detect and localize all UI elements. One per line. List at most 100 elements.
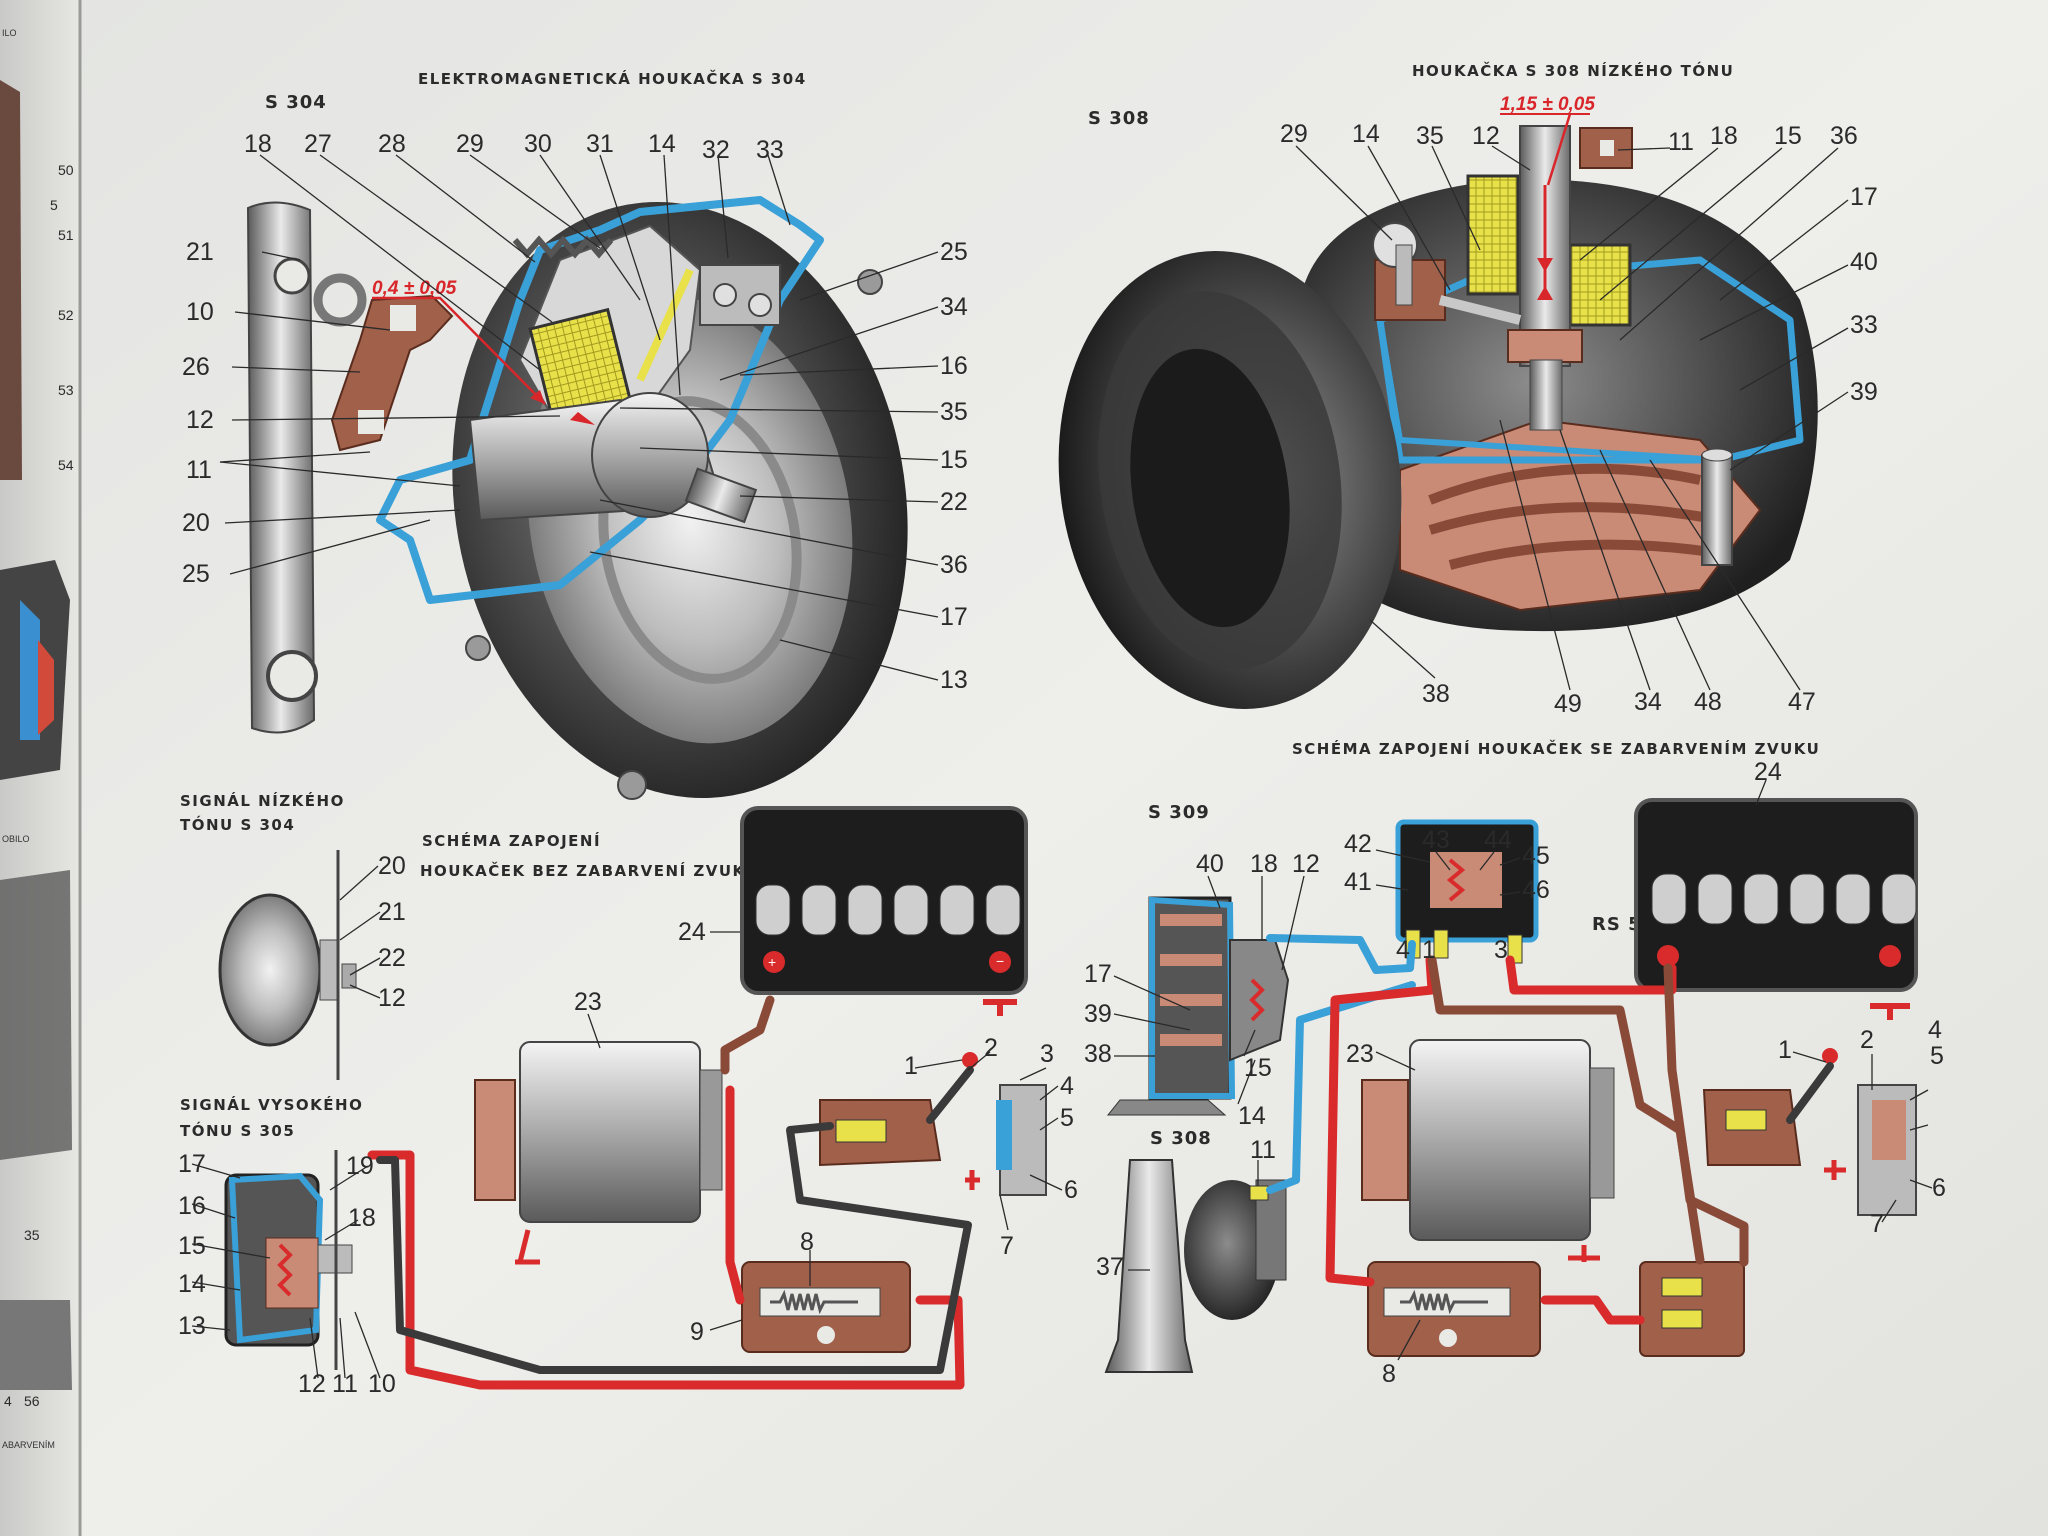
wr-label-2: 2 [1860, 1026, 1874, 1054]
wl-label-5: 5 [1060, 1104, 1074, 1132]
svg-text:54: 54 [58, 457, 74, 473]
s308-model-label: S 308 [1088, 108, 1150, 129]
s304-label-16: 16 [940, 352, 968, 380]
relay-label-1: 1 [1422, 936, 1436, 964]
s304-label-22: 22 [940, 488, 968, 516]
high-label-12: 12 [298, 1370, 326, 1398]
wr-label-4: 4 [1928, 1016, 1942, 1044]
s304-label-30: 30 [524, 130, 552, 158]
s308-label-29: 29 [1280, 120, 1308, 148]
high-label-15: 15 [178, 1232, 206, 1260]
wr-horn-label-39: 39 [1084, 1000, 1112, 1028]
s308-label-38: 38 [1422, 680, 1450, 708]
high-label-18: 18 [348, 1204, 376, 1232]
s304-label-36: 36 [940, 551, 968, 579]
wl-label-2: 2 [984, 1034, 998, 1062]
high-label-13: 13 [178, 1312, 206, 1340]
wiring-left: SIGNÁL NÍZKÉHO TÓNU S 304 SCHÉMA ZAPOJEN… [178, 791, 1078, 1398]
relay-label-44: 44 [1484, 826, 1512, 854]
wl-label-24: 24 [678, 918, 706, 946]
s304-label-18: 18 [244, 130, 272, 158]
s304-label-33: 33 [756, 136, 784, 164]
wiring-left-title-2: HOUKAČEK BEZ ZABARVENÍ ZVUKU [420, 861, 759, 880]
low-tone-title-1: SIGNÁL NÍZKÉHO [180, 791, 345, 810]
wl-label-7: 7 [1000, 1232, 1014, 1260]
wiring-right-model-s308: S 308 [1150, 1128, 1212, 1149]
wl-label-1: 1 [904, 1052, 918, 1080]
wr-horn-label-37: 37 [1096, 1253, 1124, 1281]
svg-text:52: 52 [58, 307, 74, 323]
svg-text:53: 53 [58, 382, 74, 398]
s308-label-35: 35 [1416, 122, 1444, 150]
s304-label-31: 31 [586, 130, 614, 158]
s304-label-26: 26 [182, 353, 210, 381]
wl-label-4: 4 [1060, 1072, 1074, 1100]
high-label-17: 17 [178, 1150, 206, 1178]
svg-text:5: 5 [50, 197, 58, 213]
left-strip-label-3: ABARVENÍM [2, 1440, 55, 1450]
s308-label-39: 39 [1850, 378, 1878, 406]
left-strip-numbers: 50 5 51 52 53 54 35 4 56 [4, 162, 74, 1409]
high-label-14: 14 [178, 1270, 206, 1298]
s308-label-47: 47 [1788, 688, 1816, 716]
svg-text:56: 56 [24, 1393, 40, 1409]
s304-label-13: 13 [940, 666, 968, 694]
high-label-16: 16 [178, 1192, 206, 1220]
left-strip-label-1: ILO [2, 28, 17, 38]
high-label-19: 19 [346, 1152, 374, 1180]
relay-label-41: 41 [1344, 868, 1372, 896]
relay-label-4: 4 [1396, 936, 1410, 964]
wr-horn-label-17: 17 [1084, 960, 1112, 988]
wr-horn-label-38: 38 [1084, 1040, 1112, 1068]
s308-label-34: 34 [1634, 688, 1662, 716]
s304-label-28: 28 [378, 130, 406, 158]
s304-label-34: 34 [940, 293, 968, 321]
svg-text:51: 51 [58, 227, 74, 243]
wr-label-24: 24 [1754, 758, 1782, 786]
high-tone-title-2: TÓNU S 305 [180, 1121, 295, 1140]
low-label-22: 22 [378, 944, 406, 972]
low-tone-title-2: TÓNU S 304 [180, 815, 295, 834]
s304-dimension: 0,4 ± 0,05 [372, 278, 457, 299]
high-tone-title-1: SIGNÁL VYSOKÉHO [180, 1095, 363, 1114]
s304-model-label: S 304 [265, 92, 327, 113]
s308-label-12: 12 [1472, 122, 1500, 150]
s308-label-48: 48 [1694, 688, 1722, 716]
relay-label-45: 45 [1522, 842, 1550, 870]
relay-label-46: 46 [1522, 876, 1550, 904]
svg-text:35: 35 [24, 1227, 40, 1243]
relay-label-43: 43 [1422, 826, 1450, 854]
wr-label-1: 1 [1778, 1036, 1792, 1064]
s308-label-49: 49 [1554, 690, 1582, 718]
low-label-12: 12 [378, 984, 406, 1012]
s304-label-25-right: 25 [940, 238, 968, 266]
wr-horn-label-14: 14 [1238, 1102, 1266, 1130]
wl-label-9: 9 [690, 1318, 704, 1346]
s308-dimension: 1,15 ± 0,05 [1500, 94, 1595, 115]
wl-label-8: 8 [800, 1228, 814, 1256]
s304-label-17: 17 [940, 603, 968, 631]
wr-horn-label-18: 18 [1250, 850, 1278, 878]
s304-label-20: 20 [182, 509, 210, 537]
relay-label-3: 3 [1494, 936, 1508, 964]
s304-caption: ELEKTROMAGNETICKÁ HOUKAČKA S 304 [418, 69, 807, 88]
s308-label-15: 15 [1774, 122, 1802, 150]
wr-label-7: 7 [1870, 1210, 1884, 1238]
s308-caption: HOUKAČKA S 308 NÍZKÉHO TÓNU [1412, 61, 1734, 80]
high-label-11: 11 [332, 1370, 358, 1398]
s304-label-15: 15 [940, 446, 968, 474]
s308-label-18: 18 [1710, 122, 1738, 150]
wr-label-6: 6 [1932, 1174, 1946, 1202]
low-label-21: 21 [378, 898, 406, 926]
s304-label-35: 35 [940, 398, 968, 426]
wr-horn-label-11: 11 [1250, 1136, 1276, 1164]
wiring-right-model-s309: S 309 [1148, 802, 1210, 823]
wl-label-23: 23 [574, 988, 602, 1016]
svg-text:−: − [996, 953, 1004, 969]
wr-label-8: 8 [1382, 1360, 1396, 1388]
left-strip-fragments [0, 80, 72, 1390]
s308-label-17: 17 [1850, 183, 1878, 211]
low-label-20: 20 [378, 852, 406, 880]
page-paper [78, 0, 2048, 1536]
